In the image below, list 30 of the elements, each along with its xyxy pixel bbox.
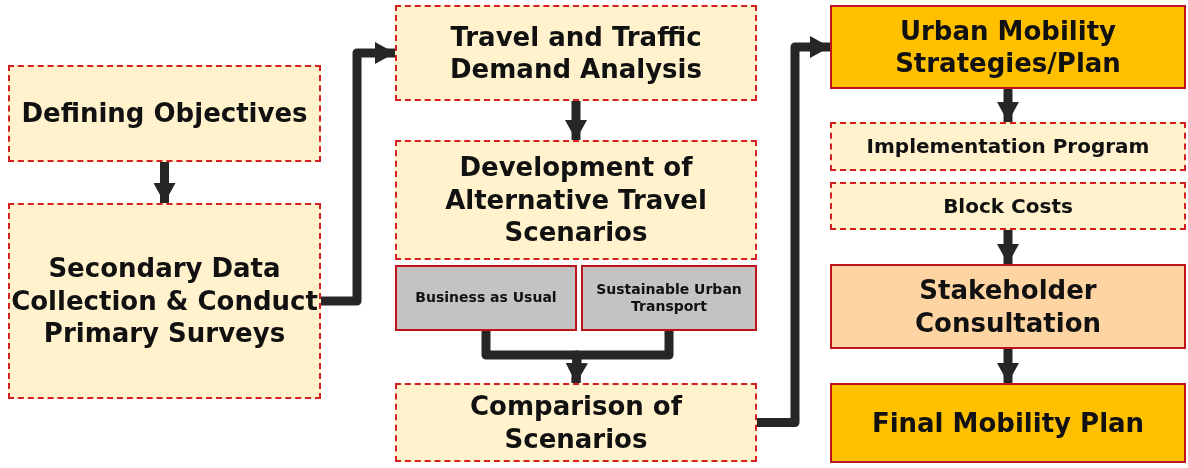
arrow xyxy=(565,101,587,140)
arrow xyxy=(997,89,1019,122)
box-label: Defining Objectives xyxy=(21,97,308,130)
box-label: Sustainable Urban Transport xyxy=(595,280,743,316)
box-label: Business as Usual xyxy=(415,289,557,307)
arrow xyxy=(997,349,1019,383)
process-box xyxy=(395,383,757,462)
process-box xyxy=(8,65,321,162)
arrow xyxy=(997,230,1019,264)
box-label: Secondary Data Collection & Conduct Primary Surveys xyxy=(10,252,319,350)
output-box xyxy=(830,383,1186,463)
process-box xyxy=(830,122,1186,171)
box-label: Final Mobility Plan xyxy=(871,406,1145,440)
process-box xyxy=(395,5,757,101)
scenario-box xyxy=(395,265,577,331)
arrow xyxy=(153,162,176,203)
box-label: Urban Mobility Strategies/Plan xyxy=(894,14,1122,80)
box-label: Development of Alternative Travel Scenarios xyxy=(444,151,708,249)
process-box xyxy=(395,140,757,260)
arrow xyxy=(565,331,674,384)
box-label: Stakeholder Consultation xyxy=(913,274,1102,339)
output-box xyxy=(830,5,1186,89)
box-label: Comparison of Scenarios xyxy=(469,390,684,455)
box-label: Block Costs xyxy=(943,193,1073,219)
process-box xyxy=(8,203,321,399)
process-box xyxy=(830,182,1186,230)
consultation-box xyxy=(830,264,1186,349)
scenario-box xyxy=(581,265,757,331)
box-label: Travel and Traffic Demand Analysis xyxy=(449,20,703,86)
box-label: Implementation Program xyxy=(866,134,1150,159)
